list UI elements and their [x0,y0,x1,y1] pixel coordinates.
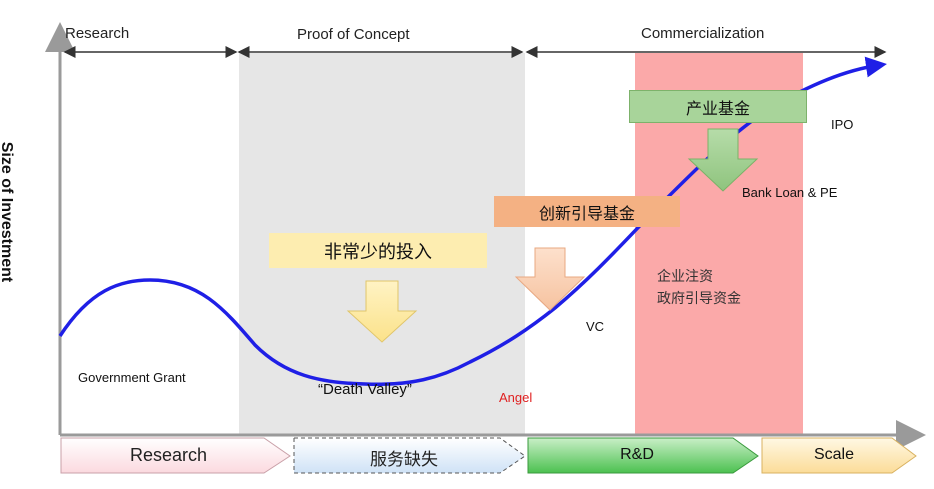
phase-research-label: Research [65,25,130,42]
stage-service-gap [293,437,526,474]
vc-label: VC [586,319,605,334]
ipo-label: IPO [831,117,854,132]
stage-research-label: Research [129,445,208,465]
industry-fund-label: 产业基金 [685,98,750,118]
bank-loan-pe-label: Bank Loan & PE [742,185,838,200]
angel-label: Angel [499,390,533,405]
phase-commercialization-label: Commercialization [641,25,765,42]
innovation-fund-label: 创新引导基金 [538,203,635,223]
phase-poc-label: Proof of Concept [297,26,410,43]
innovation-fund-box: 创新引导基金 [494,196,680,227]
government-guided-fund-label: 政府引导资金 [657,291,741,307]
y-axis-label: Size of Investment [0,141,15,283]
innovation-fund-down-arrow [514,247,586,311]
industry-fund-box: 产业基金 [629,90,807,123]
industry-fund-down-arrow [687,128,759,192]
stage-rd [527,437,759,474]
stage-scale [761,437,917,474]
small-investment-down-arrow [346,280,418,343]
stage-service-gap-label: 服务缺失 [370,450,438,470]
death-valley-label: “Death Valley” [318,381,412,398]
stage-rd-label: R&D [620,446,654,463]
small-investment-label: 非常少的投入 [324,241,432,263]
small-investment-box: 非常少的投入 [269,233,487,268]
government-grant-label: Government Grant [78,370,186,385]
enterprise-investment-label: 企业注资 [657,269,713,285]
stage-research [60,437,291,474]
stage-scale-label: Scale [813,446,855,463]
